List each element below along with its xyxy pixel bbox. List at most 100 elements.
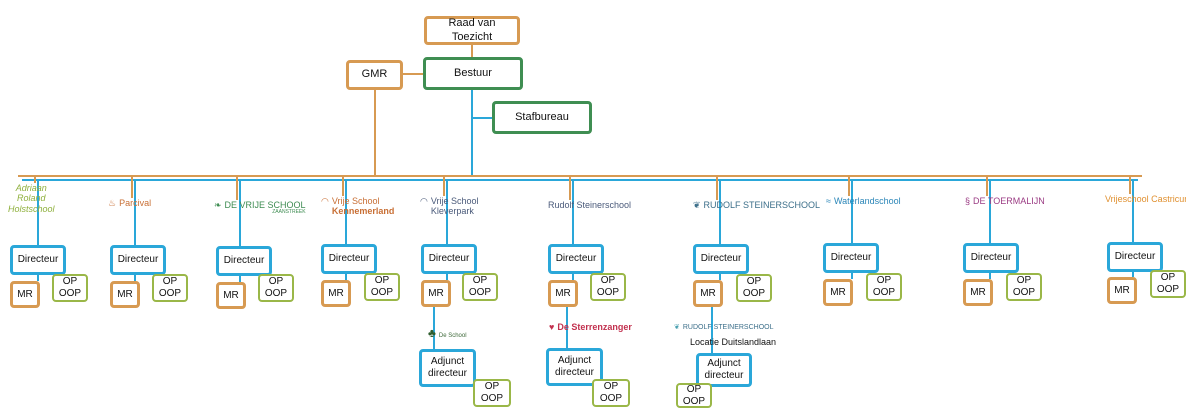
oop-label: OOP [158, 288, 182, 299]
raad-van-toezicht-label: Raad van Toezicht [448, 17, 496, 43]
school-logo: Vrijeschool Castricum [1105, 194, 1186, 204]
mr-label: MR [555, 287, 571, 299]
school-name-line: Rudolf Steinerschool [548, 200, 632, 210]
oop-label: OOP [468, 287, 492, 298]
directeur-box: Directeur [963, 243, 1019, 273]
school-name-line: Parcival [119, 198, 152, 208]
stafbureau-box: Stafbureau [492, 101, 592, 134]
mr-label: MR [117, 288, 133, 300]
sun-icon: ◠ [321, 196, 329, 206]
stafbureau-label: Stafbureau [515, 110, 569, 123]
directeur-box: Directeur [823, 243, 879, 273]
oop-label: OOP [742, 288, 766, 299]
raad-van-toezicht-box: Raad van Toezicht [424, 16, 520, 45]
mr-box: MR [548, 280, 578, 307]
adjunct-box-kleverpark: Adjunct directeur [419, 349, 476, 387]
rudolf2-name: RUDOLF STEINERSCHOOL [682, 324, 774, 331]
oop-label: OOP [480, 393, 504, 404]
adjunct-line2: directeur [704, 370, 744, 381]
mr-label: MR [17, 288, 33, 300]
directeur-box: Directeur [548, 244, 604, 274]
mr-box: MR [421, 280, 451, 307]
wave-icon: ≈ [826, 196, 831, 206]
op-oop-box-kleverpark-adjunct: OP OOP [473, 379, 511, 407]
rudolf2-logo: ❦RUDOLF STEINERSCHOOL [674, 324, 774, 332]
adjunct-line2: directeur [555, 367, 594, 378]
mr-box: MR [823, 279, 853, 306]
oop-label: OOP [872, 287, 896, 298]
bestuur-box: Bestuur [423, 57, 523, 90]
directeur-box: Directeur [1107, 242, 1163, 272]
school-name-line: Kennemerland [331, 206, 395, 217]
directeur-label: Directeur [1114, 251, 1156, 262]
mr-label: MR [830, 286, 846, 298]
school-subtitle: ZAANSTREEK [272, 209, 306, 216]
school-name-line: Waterlandschool [833, 196, 901, 206]
sprout-icon: ❦ [693, 200, 701, 210]
mr-label: MR [1114, 284, 1130, 296]
oop-label: OOP [599, 393, 623, 404]
directeur-label: Directeur [117, 254, 159, 265]
sterrenzanger-name: De Sterrenzanger [557, 322, 632, 332]
mr-box: MR [216, 282, 246, 309]
op-label: OP [1016, 275, 1032, 286]
school-name-line: Vrijeschool Castricum [1105, 194, 1186, 204]
mr-label: MR [428, 287, 444, 299]
op-oop-box-rudolf-adjunct: OP OOP [592, 379, 630, 407]
school-logo: ♨Parcival [108, 198, 151, 208]
school-name-line: Kleverpark [430, 206, 474, 217]
heart-icon: ♥ [549, 322, 555, 332]
op-label: OP [62, 276, 78, 287]
directeur-label: Directeur [700, 253, 742, 264]
op-label: OP [603, 381, 619, 392]
sun-icon: ◠ [420, 196, 428, 206]
school-name-line: Vrije School [331, 196, 380, 206]
oop-label: OOP [596, 287, 620, 298]
adjunct-line1: Adjunct [557, 355, 592, 366]
op-label: OP [472, 275, 488, 286]
adjunct-line2: directeur [428, 368, 467, 379]
school-name-line: Vrije School [430, 196, 479, 206]
op-label: OP [484, 381, 500, 392]
mr-box: MR [10, 281, 40, 308]
bestuur-label: Bestuur [454, 66, 492, 79]
op-label: OP [876, 275, 892, 286]
gmr-label: GMR [361, 68, 388, 81]
directeur-label: Directeur [223, 255, 265, 266]
directeur-label: Directeur [970, 252, 1012, 263]
sprout-icon: ❦ [674, 324, 680, 331]
directeur-box: Directeur [10, 245, 66, 275]
de-school-logo: ♣De School [428, 326, 467, 341]
school-name-line: DE VRIJE SCHOOL [224, 200, 306, 210]
op-label: OP [1160, 272, 1176, 283]
directeur-box: Directeur [110, 245, 166, 275]
adjunct-line1: Adjunct [707, 358, 741, 369]
directeur-box: Directeur [216, 246, 272, 276]
tree-icon: ♣ [428, 326, 436, 340]
directeur-box: Directeur [693, 244, 749, 274]
directeur-label: Directeur [428, 253, 470, 264]
directeur-box: Directeur [321, 244, 377, 274]
school-name-line: Roland [17, 193, 46, 204]
oop-label: OOP [58, 288, 82, 299]
mr-label: MR [700, 287, 716, 299]
mr-label: MR [328, 287, 344, 299]
directeur-label: Directeur [830, 252, 872, 263]
mr-label: MR [970, 286, 986, 298]
op-label: OP [686, 383, 702, 395]
school-name-line: DE TOERMALIJN [973, 196, 1045, 206]
